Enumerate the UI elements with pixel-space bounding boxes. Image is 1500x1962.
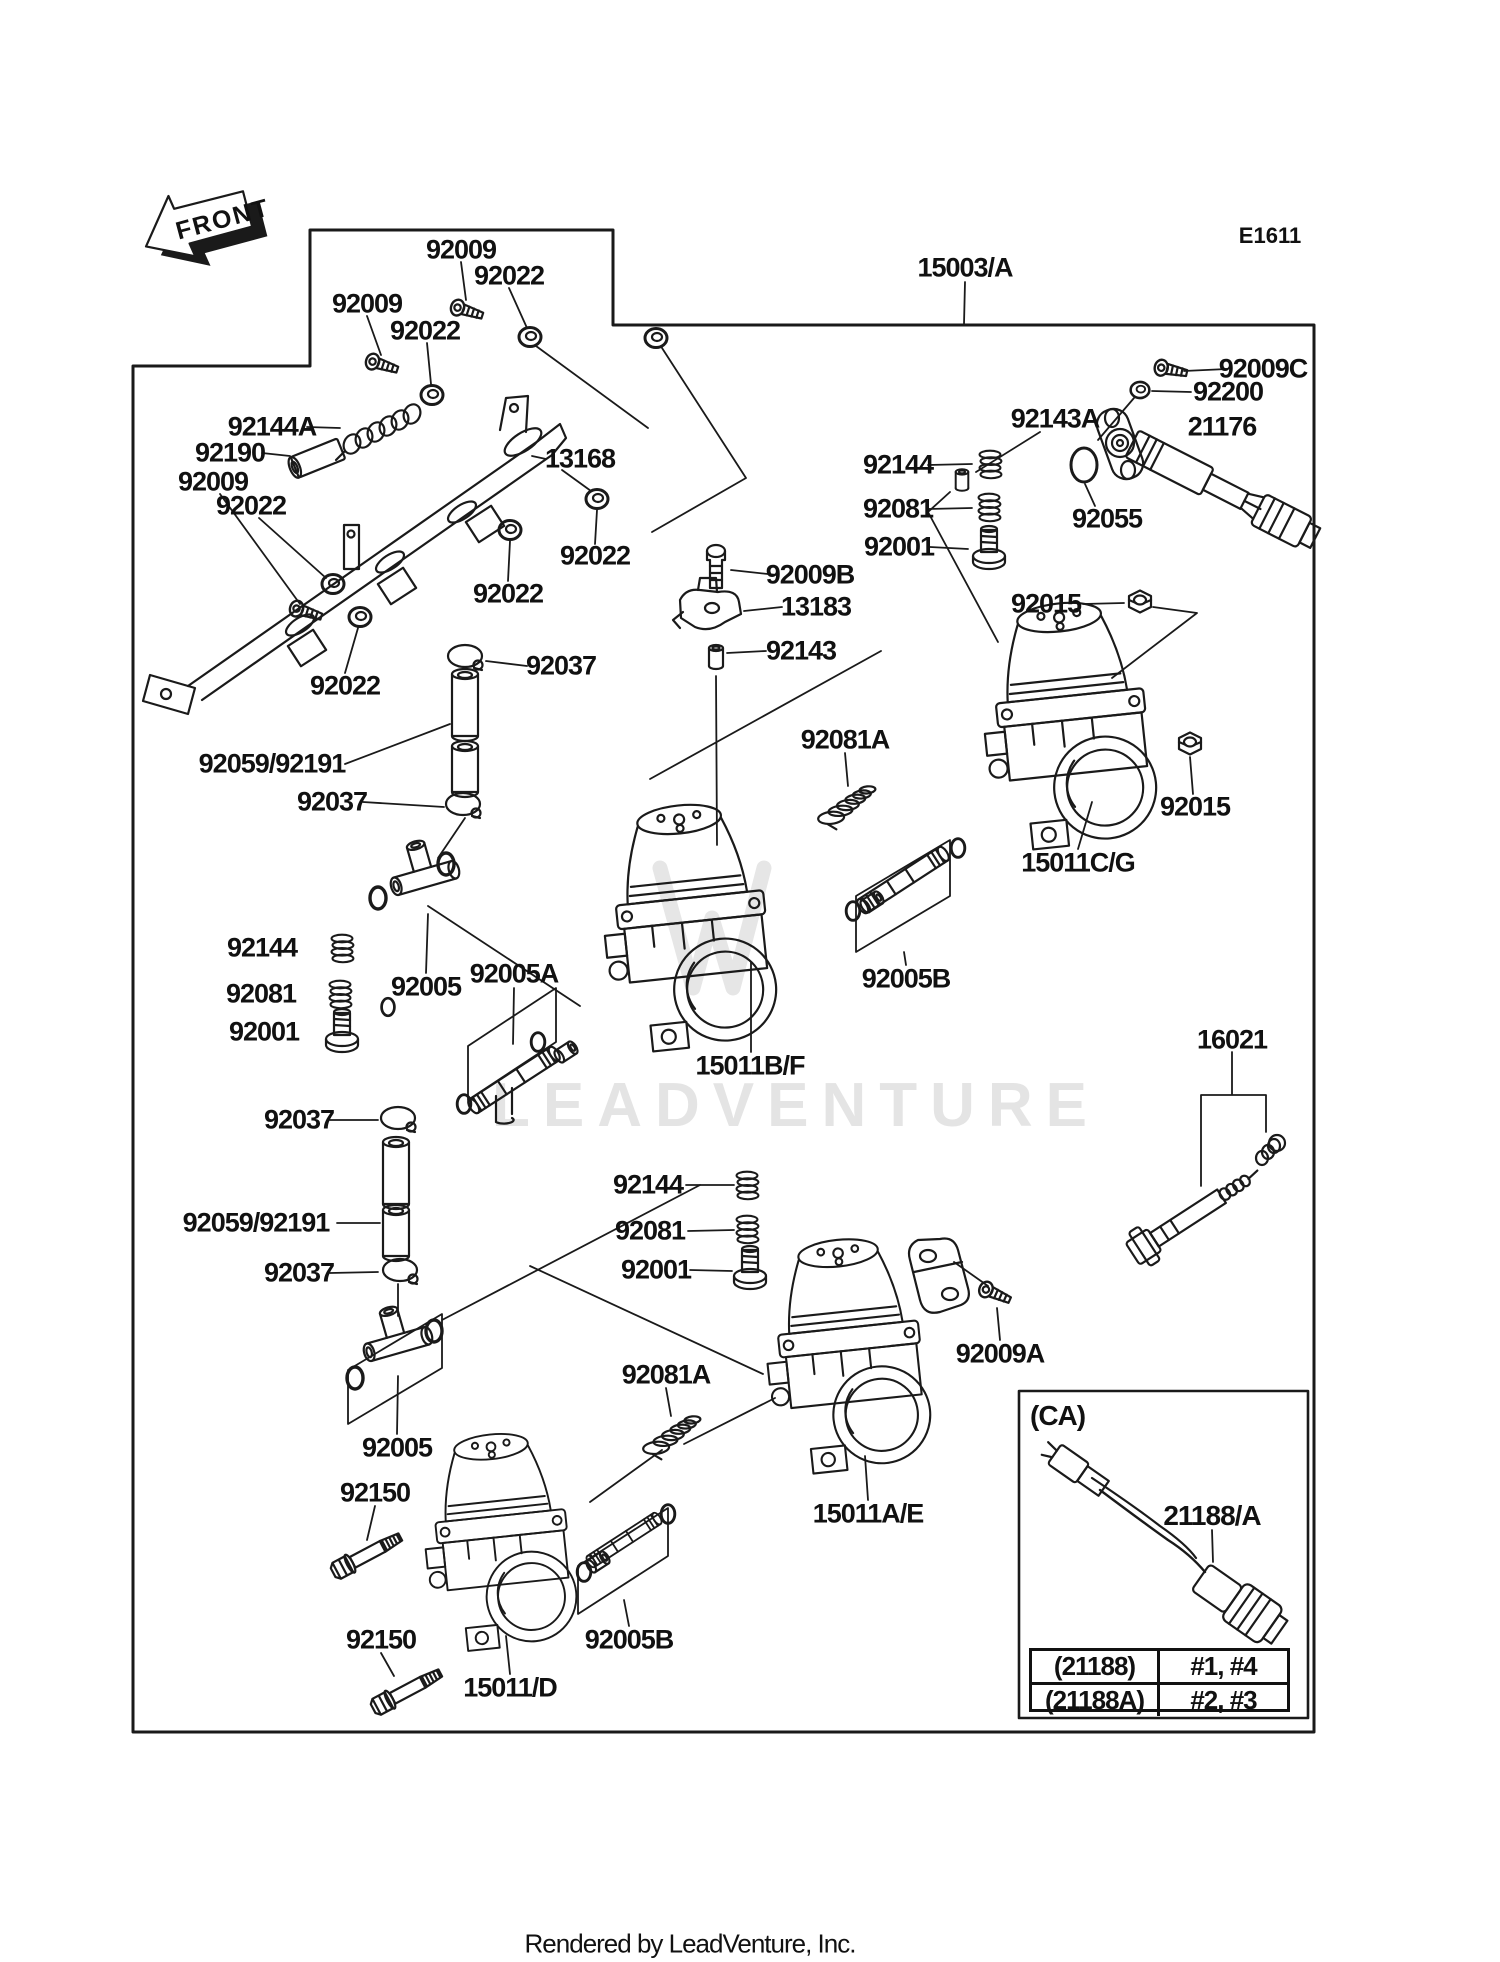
table-cell-part-1: (21188) [1032, 1651, 1160, 1685]
part-label-92005a: 92005A [469, 958, 560, 989]
part-label-92009c: 92009C [1218, 353, 1309, 384]
part-label-21176: 21176 [1187, 411, 1258, 442]
part-label-92144: 92144 [226, 932, 298, 963]
part-label-92150: 92150 [339, 1477, 411, 1508]
part-label-92005: 92005 [390, 971, 462, 1002]
table-cell-part-2: (21188A) [1032, 1685, 1160, 1716]
table-cell-cyl-1: #1, #4 [1160, 1651, 1287, 1685]
part-label-16021: 16021 [1196, 1024, 1268, 1055]
ca-inset-box [1017, 1389, 1310, 1720]
small-parts [286, 296, 1203, 1719]
bracket-92009a [907, 1237, 970, 1314]
part-label-92001: 92001 [863, 531, 935, 562]
part-label-92150: 92150 [345, 1624, 417, 1655]
part-label-92009: 92009 [331, 288, 403, 319]
part-label-92022: 92022 [389, 315, 461, 346]
part-label-92009: 92009 [177, 466, 249, 497]
part-label-92022: 92022 [309, 670, 381, 701]
part-label-92005b: 92005B [861, 963, 952, 994]
part-label-92059-92191: 92059/92191 [198, 748, 347, 779]
bracket-13168 [141, 394, 568, 716]
part-label-92009: 92009 [425, 234, 497, 265]
part-label-92009b: 92009B [765, 559, 856, 590]
render-credit: Rendered by LeadVenture, Inc. [524, 1928, 857, 1959]
part-label-92190: 92190 [194, 437, 266, 468]
part-label-92037: 92037 [296, 786, 368, 817]
o-ring-92055-icon [1069, 446, 1099, 484]
fuel-pipe-92005a [455, 987, 581, 1125]
long-spring-92144a-icon [334, 403, 422, 462]
part-label-13168: 13168 [544, 443, 616, 474]
diagram-code: E1611 [1238, 223, 1302, 248]
part-label-92009a: 92009A [955, 1338, 1046, 1369]
part-label-92081a: 92081A [621, 1359, 712, 1390]
part-label-92144a: 92144A [227, 411, 318, 442]
part-label-92143: 92143 [765, 635, 837, 666]
part-label-92081: 92081 [862, 493, 934, 524]
ca-application-table: (21188) #1, #4 (21188A) #2, #3 [1029, 1648, 1290, 1716]
part-label-92081a: 92081A [800, 724, 891, 755]
part-label-92022: 92022 [215, 490, 287, 521]
leadventure-watermark: LEADVENTURE [492, 1071, 1101, 1140]
bracket-13183 [671, 576, 743, 631]
bolt-92009b-icon [705, 543, 727, 590]
pin-92190-icon [287, 437, 346, 479]
part-label-92015: 92015 [1159, 791, 1231, 822]
part-label-15011a-e: 15011A/E [812, 1498, 925, 1529]
table-cell-cyl-2: #2, #3 [1190, 1685, 1257, 1715]
part-label-92001: 92001 [620, 1254, 692, 1285]
kit-outline [347, 1313, 443, 1425]
fuel-pipe-92005b-upper [844, 837, 967, 953]
part-label-92144: 92144 [612, 1169, 684, 1200]
part-label-15011-d: 15011/D [463, 1672, 558, 1703]
part-label-92001: 92001 [228, 1016, 300, 1047]
part-label-92059-92191: 92059/92191 [182, 1207, 331, 1238]
leader-lines [219, 261, 1267, 1677]
ca-part-label: 21188/A [1163, 1500, 1261, 1531]
part-label-92143a: 92143A [1010, 403, 1101, 434]
part-label-92081: 92081 [225, 978, 297, 1009]
ca-inset-title: (CA) [1030, 1400, 1086, 1431]
part-label-92037: 92037 [263, 1257, 335, 1288]
pilot-screw-16021 [1125, 1133, 1287, 1267]
part-label-15011b-f: 15011B/F [695, 1050, 805, 1081]
part-label-92022: 92022 [473, 260, 545, 291]
part-label-15003-a: 15003/A [917, 252, 1013, 283]
fuel-pipe-92005b-lower [575, 1503, 677, 1615]
part-label-92200: 92200 [1192, 376, 1264, 407]
part-label-15011c-g: 15011C/G [1021, 847, 1136, 878]
part-label-92005b: 92005B [584, 1624, 675, 1655]
part-label-92037: 92037 [263, 1104, 335, 1135]
part-label-92037: 92037 [525, 650, 597, 681]
part-label-92022: 92022 [559, 540, 631, 571]
part-label-92022: 92022 [472, 578, 544, 609]
part-label-92005: 92005 [361, 1432, 433, 1463]
part-label-92055: 92055 [1071, 503, 1143, 534]
diagram-border [131, 228, 1316, 1734]
part-label-13183: 13183 [780, 591, 852, 622]
part-label-92144: 92144 [862, 449, 934, 480]
part-label-92015: 92015 [1010, 588, 1082, 619]
sub-harness-21188 [1040, 1441, 1289, 1645]
throttle-sensor-and-coil-21176 [1095, 407, 1322, 549]
watermark-logo [652, 860, 772, 996]
part-label-92081: 92081 [614, 1215, 686, 1246]
